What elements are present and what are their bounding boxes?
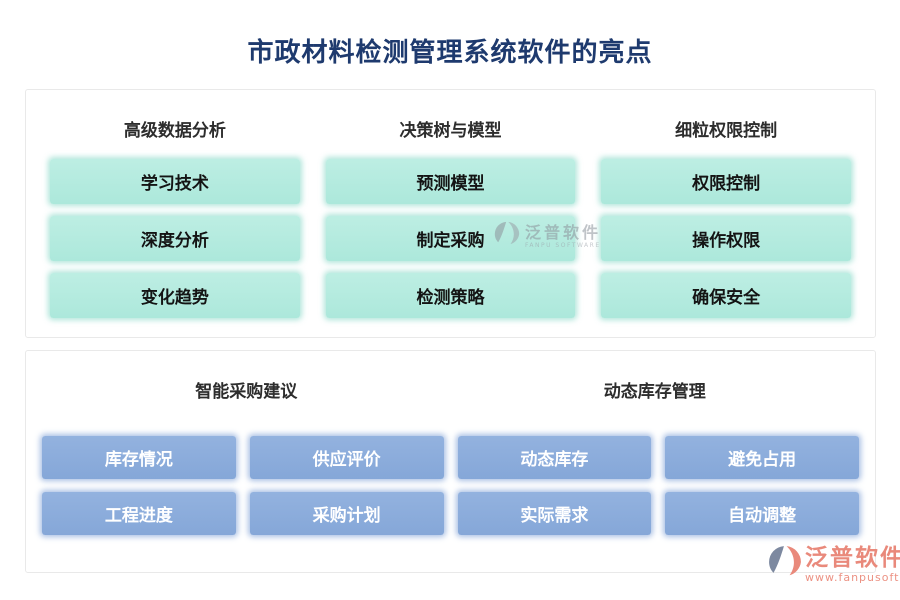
feature-button[interactable]: 权限控制 — [601, 159, 852, 204]
top-panel-columns: 高级数据分析 学习技术 深度分析 变化趋势 决策树与模型 预测模型 制定采购 检… — [50, 116, 852, 337]
features-panel-top: 高级数据分析 学习技术 深度分析 变化趋势 决策树与模型 预测模型 制定采购 检… — [25, 89, 876, 338]
column-header: 决策树与模型 — [399, 121, 502, 141]
feature-button[interactable]: 供应评价 — [249, 436, 444, 479]
feature-button[interactable]: 采购计划 — [249, 492, 444, 535]
column-decision-tree-model: 决策树与模型 预测模型 制定采购 检测策略 — [325, 116, 576, 337]
feature-button[interactable]: 学习技术 — [50, 159, 300, 204]
feature-button[interactable]: 工程进度 — [42, 492, 236, 535]
feature-button[interactable]: 实际需求 — [457, 492, 652, 535]
feature-button[interactable]: 确保安全 — [601, 273, 852, 318]
feature-button[interactable]: 制定采购 — [325, 216, 576, 261]
bottom-panel-grid: 库存情况 供应评价 动态库存 避免占用 工程进度 采购计划 实际需求 自动调整 — [42, 436, 859, 535]
feature-button[interactable]: 库存情况 — [42, 436, 236, 479]
feature-button[interactable]: 检测策略 — [325, 273, 576, 318]
features-panel-bottom: 智能采购建议 动态库存管理 库存情况 供应评价 动态库存 避免占用 工程进度 采… — [25, 350, 876, 573]
brand-logo-icon — [768, 545, 802, 583]
feature-button[interactable]: 动态库存 — [457, 436, 652, 479]
brand-name: 泛普软件 — [805, 545, 900, 571]
brand-url[interactable]: www.fanpusoft.com — [805, 571, 900, 584]
feature-button[interactable]: 避免占用 — [665, 436, 859, 479]
bottom-panel-headers: 智能采购建议 动态库存管理 — [42, 377, 859, 402]
feature-button[interactable]: 自动调整 — [665, 492, 859, 535]
feature-button[interactable]: 预测模型 — [325, 159, 576, 204]
column-advanced-data-analysis: 高级数据分析 学习技术 深度分析 变化趋势 — [50, 116, 300, 337]
section-header-dynamic-inventory: 动态库存管理 — [603, 382, 706, 402]
column-header: 高级数据分析 — [123, 121, 226, 141]
brand-text: 泛普软件 www.fanpusoft.com — [805, 545, 900, 584]
page-title: 市政材料检测管理系统软件的亮点 — [247, 38, 653, 68]
feature-button[interactable]: 变化趋势 — [50, 273, 300, 318]
column-fine-permission-control: 细粒权限控制 权限控制 操作权限 确保安全 — [601, 116, 852, 337]
section-header-smart-procurement: 智能采购建议 — [195, 382, 298, 402]
brand-logo: 泛普软件 www.fanpusoft.com — [768, 545, 900, 584]
column-header: 细粒权限控制 — [675, 121, 778, 141]
feature-button[interactable]: 深度分析 — [50, 216, 300, 261]
feature-button[interactable]: 操作权限 — [601, 216, 852, 261]
